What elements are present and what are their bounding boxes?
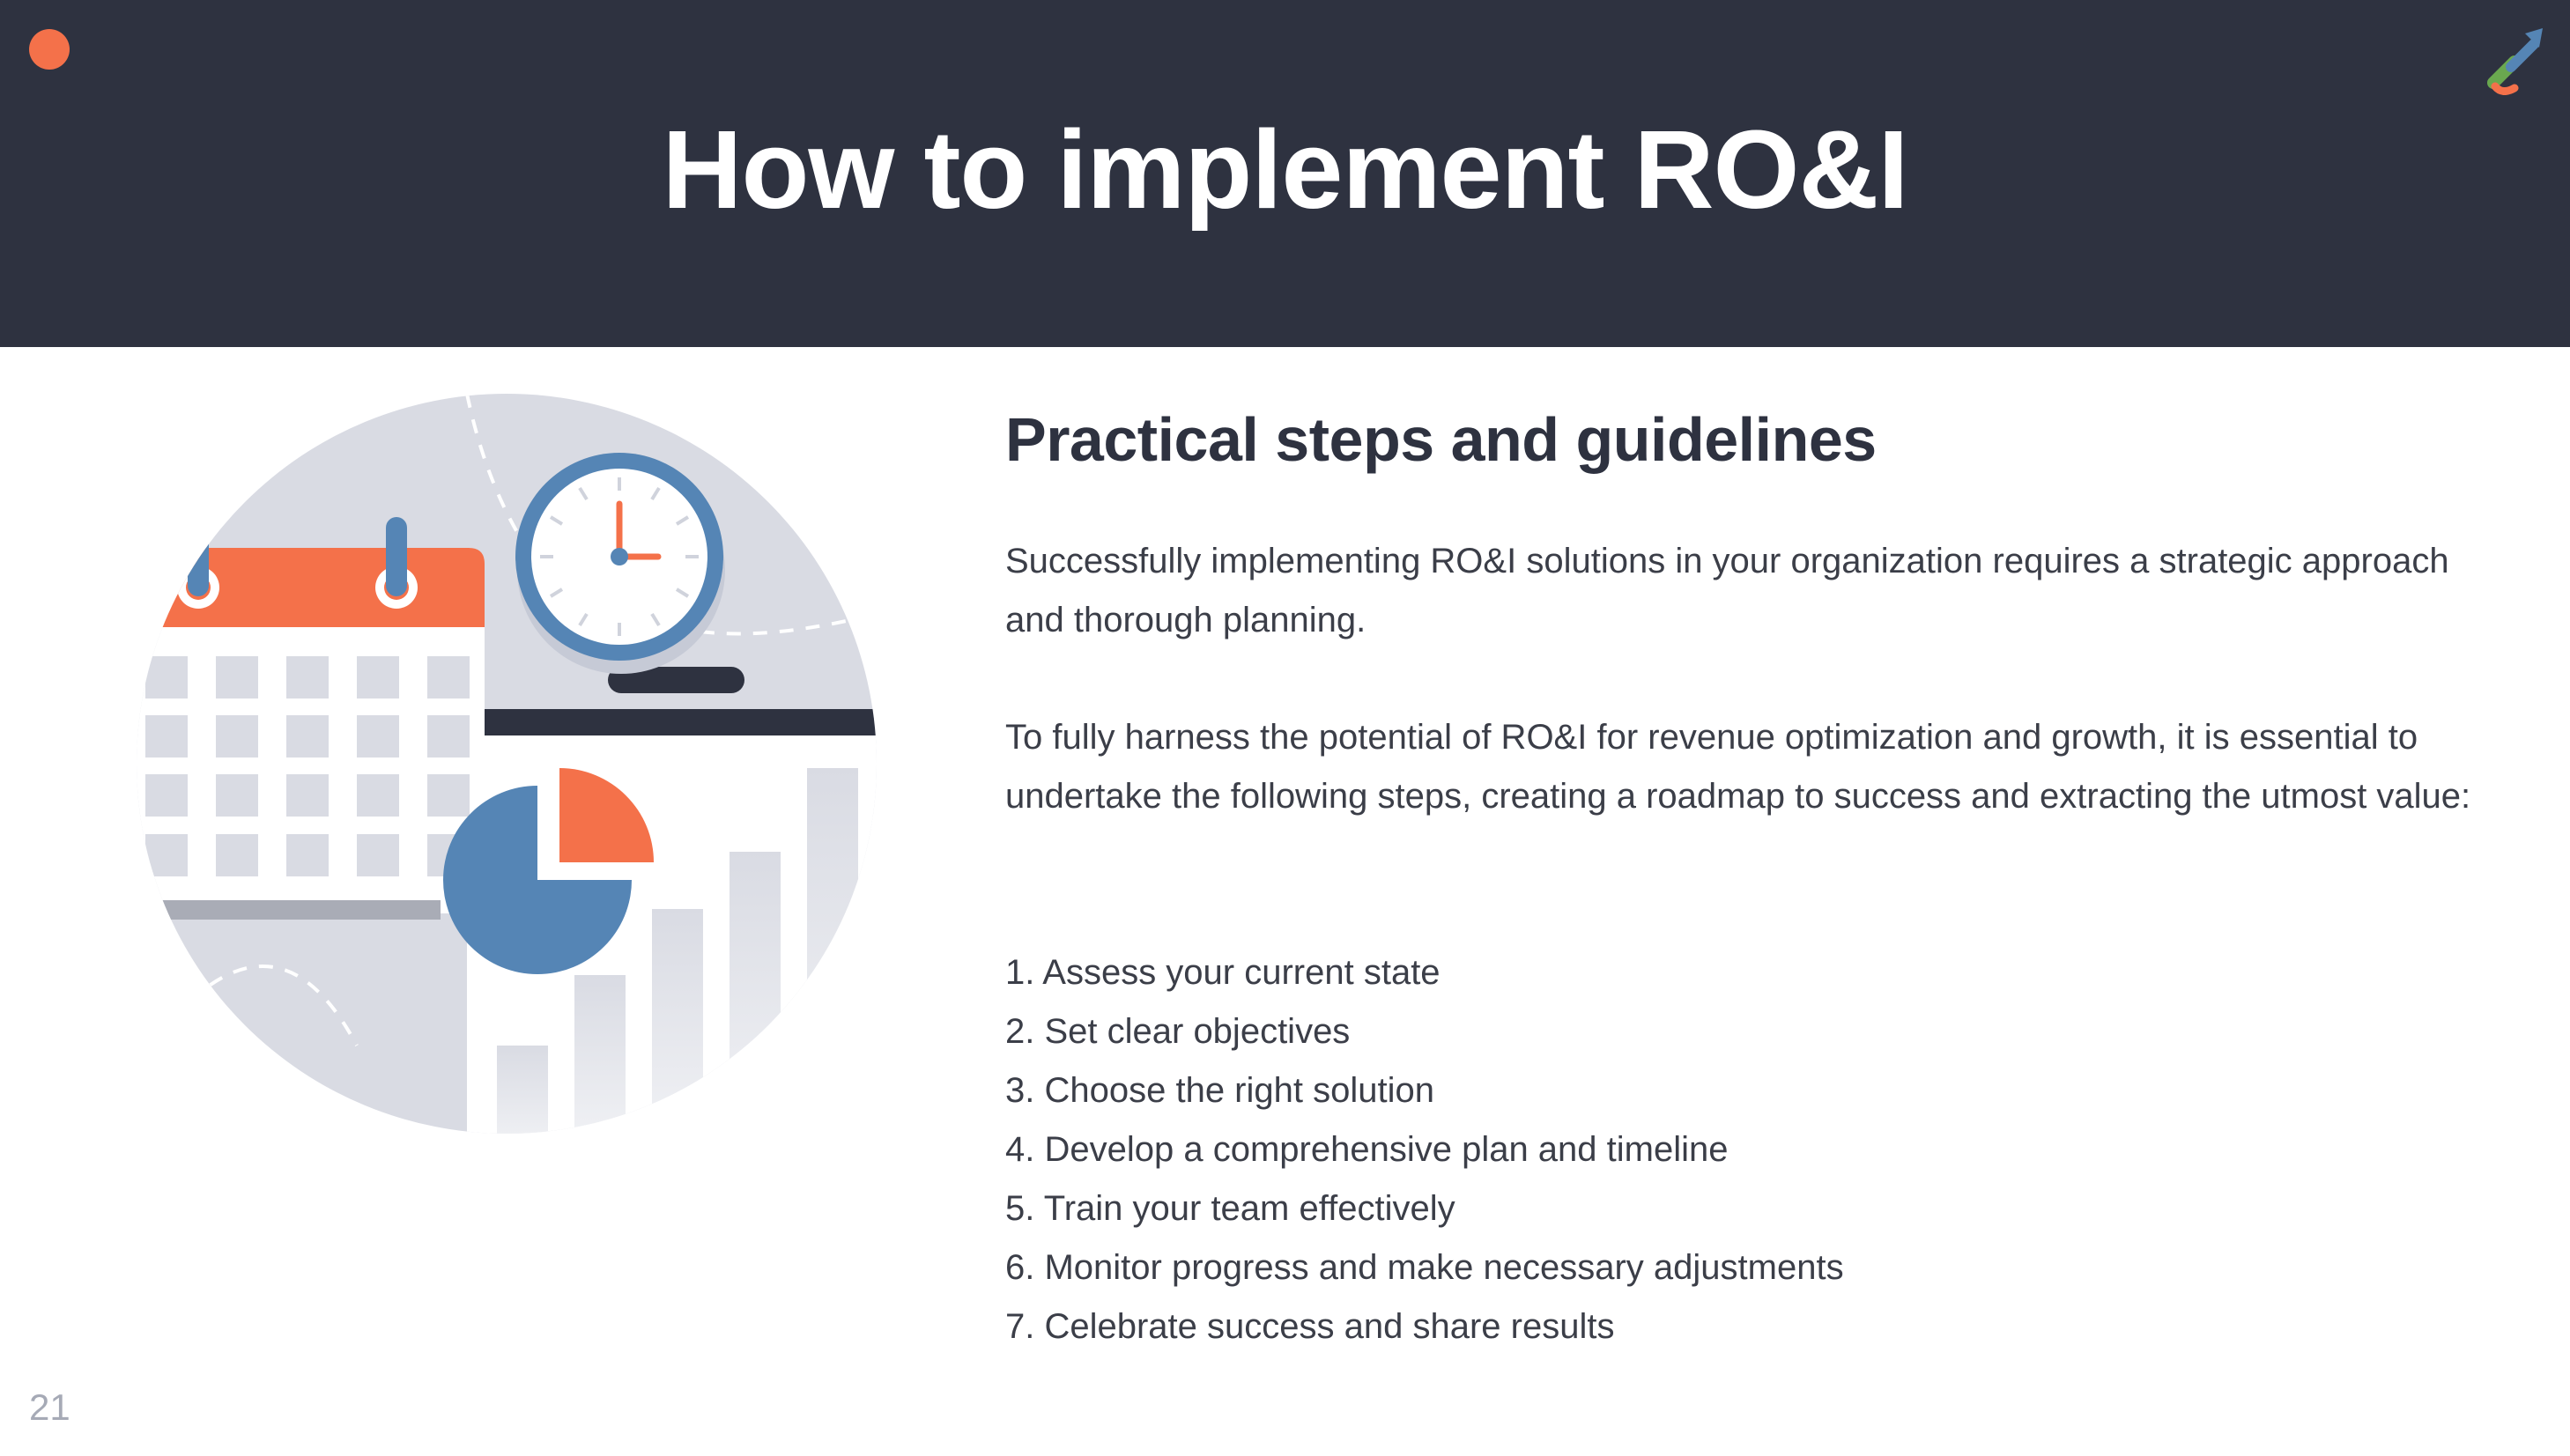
arrow-logo-icon: [2487, 28, 2543, 95]
planning-illustration: [137, 394, 877, 1134]
orange-dot-decoration: [29, 29, 70, 70]
page-title: How to implement RO&I: [662, 107, 1908, 232]
pie-chart-icon: [443, 768, 654, 974]
content-section: Practical steps and guidelines Successfu…: [1005, 400, 2503, 1346]
roadmap-paragraph: To fully harness the potential of RO&I f…: [1005, 718, 2471, 816]
list-item: 5. Train your team effectively: [1005, 1189, 1455, 1228]
list-item: 1. Assess your current state: [1005, 953, 1441, 992]
calendar-icon: [137, 517, 485, 920]
header-bar: How to implement RO&I: [0, 0, 2570, 347]
page-number: 21: [29, 1386, 70, 1428]
clock-icon: [515, 453, 744, 693]
list-item: 4. Develop a comprehensive plan and time…: [1005, 1130, 1729, 1169]
section-subtitle: Practical steps and guidelines: [1005, 405, 1877, 474]
list-item: 3. Choose the right solution: [1005, 1071, 1434, 1110]
list-item: 7. Celebrate success and share results: [1005, 1307, 1615, 1346]
intro-paragraph: Successfully implementing RO&I solutions…: [1005, 542, 2449, 639]
list-item: 6. Monitor progress and make necessary a…: [1005, 1248, 1844, 1287]
steps-list: 1. Assess your current state 2. Set clea…: [1005, 943, 1844, 1356]
list-item: 2. Set clear objectives: [1005, 1012, 1351, 1051]
